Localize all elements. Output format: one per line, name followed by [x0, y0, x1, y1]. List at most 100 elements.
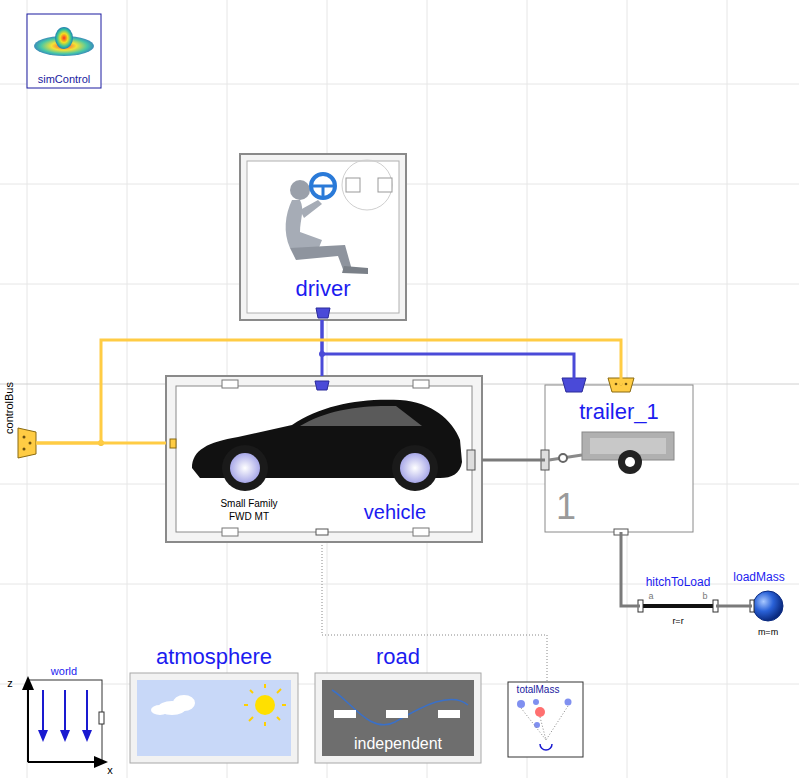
control-bus-connector — [23, 436, 26, 439]
driver-icon — [346, 178, 360, 192]
grid — [27, 0, 28, 778]
vehicle-icon — [413, 528, 429, 536]
junction-dot — [98, 351, 325, 446]
driver-icon — [247, 161, 399, 313]
block-parameter: m=m — [758, 628, 778, 637]
vehicle-icon — [222, 528, 238, 536]
vehicle-block: Small Family FWD MTvehicle — [166, 376, 482, 542]
grid — [727, 0, 728, 778]
atmosphere-icon — [137, 680, 291, 756]
atmosphere-icon — [173, 695, 195, 711]
vehicle-icon — [170, 439, 176, 448]
atmosphere-icon — [130, 673, 298, 763]
fixed-translation-bar — [642, 604, 714, 608]
atmosphere-icon — [244, 684, 286, 726]
road-icon — [315, 673, 481, 763]
total-mass-icon — [508, 682, 583, 757]
control-bus-connector — [18, 428, 36, 458]
driver-icon — [311, 174, 335, 198]
driver-icon — [378, 178, 392, 192]
driver-icon — [312, 186, 334, 198]
block-name: hitchToLoad — [646, 576, 711, 588]
vehicle-icon — [392, 445, 438, 491]
vehicle-icon — [467, 450, 475, 470]
sim-control-icon — [27, 14, 101, 88]
road-icon — [438, 710, 460, 718]
trailer-icon — [615, 383, 618, 386]
driver-icon — [290, 245, 352, 272]
grid — [0, 84, 799, 85]
atmosphere-icon — [282, 704, 286, 706]
vehicle-icon — [300, 406, 422, 426]
vehicle-icon — [413, 380, 429, 388]
world-frame-icon — [99, 712, 104, 724]
world-frame-icon — [28, 761, 98, 763]
driver-icon — [240, 154, 406, 320]
total-mass-icon — [521, 706, 568, 740]
total-mass-icon — [508, 682, 583, 757]
vehicle-icon — [166, 376, 482, 542]
block-name: road — [376, 646, 420, 668]
block-parameter: 1 — [556, 489, 576, 525]
atmosphere-icon — [151, 705, 169, 715]
block-name: totalMass — [517, 685, 560, 695]
block-name: trailer_1 — [579, 401, 658, 423]
vehicle-icon — [315, 381, 329, 390]
atmosphere-icon — [277, 717, 280, 720]
atmosphere-icon — [264, 722, 266, 726]
grid — [127, 0, 128, 778]
world-frame-icon — [86, 690, 88, 732]
atmosphere-icon — [264, 684, 266, 688]
world-frame-icon — [82, 730, 92, 742]
atmosphere-icon — [244, 704, 248, 706]
block-parameter: vehicle — [364, 502, 426, 522]
world-frame-icon — [38, 730, 92, 742]
driver-block: driver — [240, 154, 406, 320]
sim-control: simControl — [27, 14, 101, 88]
total-mass-icon — [533, 699, 539, 705]
driver-icon — [316, 308, 330, 318]
grid — [527, 0, 528, 778]
block-parameter: independent — [354, 736, 442, 752]
driver-icon — [240, 154, 406, 320]
load-mass-sphere — [753, 591, 783, 621]
total-mass-icon — [535, 707, 545, 717]
block-parameter: x — [107, 765, 113, 776]
total-mass-icon — [517, 700, 525, 708]
block-parameter: r=r — [672, 617, 683, 626]
atmosphere-icon — [249, 717, 253, 721]
connection-line — [322, 542, 547, 682]
connection-line — [621, 532, 640, 606]
trailer-icon — [559, 454, 567, 462]
atmosphere-icon — [277, 689, 281, 693]
block-parameter: a — [648, 592, 653, 601]
world-frame-icon — [94, 756, 108, 768]
block-name: loadMass — [733, 571, 784, 583]
road-icon — [322, 680, 474, 756]
total-mass-icon — [540, 717, 546, 740]
block-parameter: b — [702, 592, 707, 601]
fixed-translation-bar — [638, 600, 718, 612]
driver-icon — [290, 180, 310, 200]
driver-icon — [300, 200, 322, 218]
road-icon — [334, 710, 356, 718]
trailer-block: trailer_1 1 — [545, 385, 693, 532]
block-name: simControl — [38, 74, 91, 85]
block-name: driver — [295, 278, 350, 300]
total-mass-icon — [540, 744, 552, 750]
vehicle-icon — [176, 386, 472, 532]
world-frame-icon — [38, 730, 48, 742]
world-frame-icon — [27, 686, 29, 762]
sim-control-icon — [27, 14, 101, 88]
vehicle-icon — [222, 380, 238, 388]
atmosphere-icon — [250, 690, 253, 693]
vehicle-icon — [400, 453, 430, 483]
world-frame-icon — [28, 680, 102, 762]
block-parameter: z — [7, 678, 13, 689]
atmosphere-block: atmosphere — [130, 673, 298, 763]
block-name: atmosphere — [156, 646, 272, 668]
trailer-icon — [618, 450, 642, 474]
connection-line — [716, 605, 752, 608]
